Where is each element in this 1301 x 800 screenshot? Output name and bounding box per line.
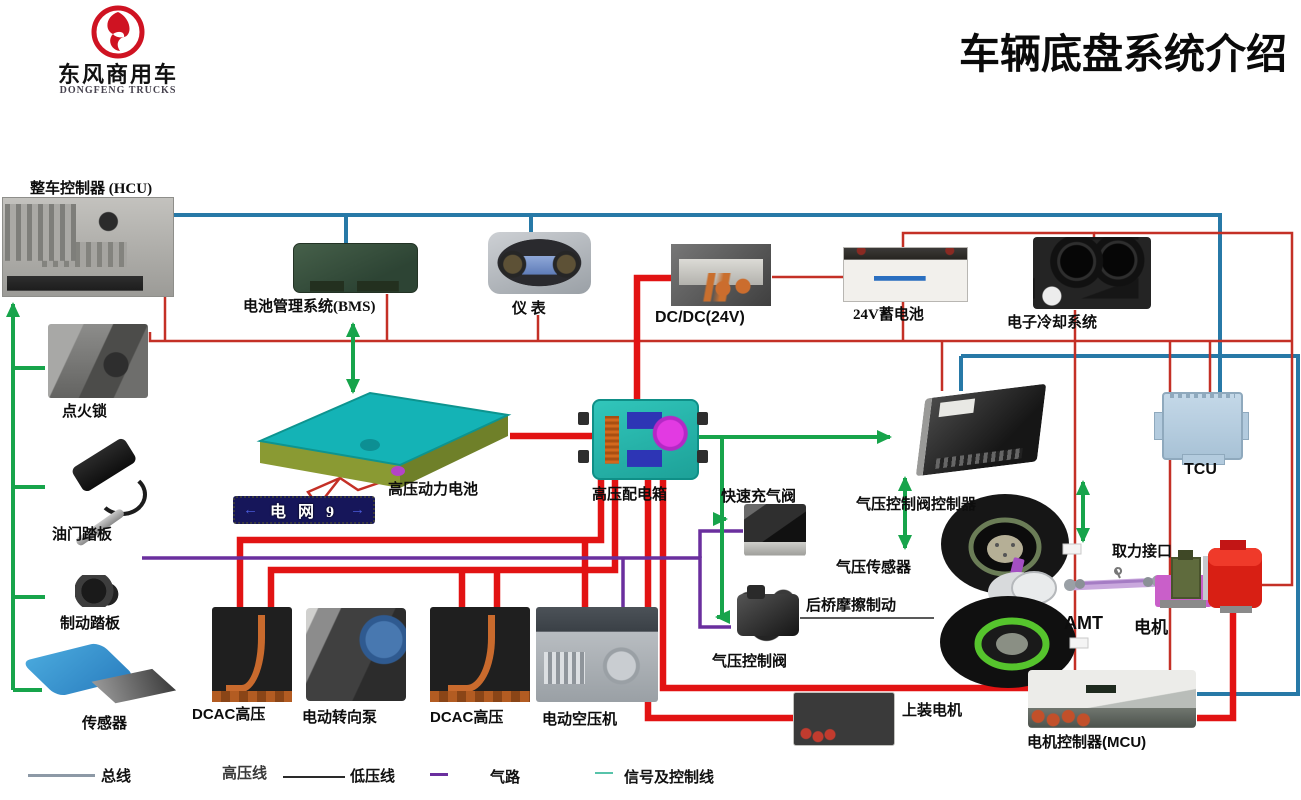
instrument-image xyxy=(488,232,591,294)
acc-pedal-image xyxy=(55,447,155,520)
tcu-label: TCU xyxy=(1184,461,1217,478)
mcu-image xyxy=(1028,670,1196,728)
legend-signal-sample xyxy=(595,772,613,774)
hv-box-lug xyxy=(697,450,708,463)
acc-pedal-label: 油门踏板 xyxy=(52,527,113,543)
logo-text-en: DONGFENG TRUCKS xyxy=(59,85,177,96)
page-title: 车辆底盘系统介绍 xyxy=(959,31,1287,77)
sensor-image xyxy=(35,643,165,703)
air-lines xyxy=(142,529,743,629)
battery24-image xyxy=(843,247,968,302)
hv-box-label: 高压配电箱 xyxy=(592,487,668,503)
steer-pump-image xyxy=(306,608,406,701)
cooling-image xyxy=(1033,237,1151,309)
amt-label: AMT xyxy=(1064,613,1103,633)
top-motor-image xyxy=(793,692,895,746)
air-comp-image xyxy=(536,607,658,702)
pto-label: 取力接口 xyxy=(1112,544,1173,560)
dongfeng-logo: 东风商用车 DONGFENG TRUCKS xyxy=(38,4,198,96)
grid-indicator: ← 电 网 9 → xyxy=(233,496,375,524)
dongfeng-swirl-icon xyxy=(91,5,145,59)
ap-controller-label: 气压控制阀控制器 xyxy=(856,497,977,513)
rear-brake-label: 后桥摩擦制动 xyxy=(806,598,897,614)
bms-image xyxy=(293,243,418,293)
ap-controller-image xyxy=(915,383,1047,477)
battery24-label: 24V蓄电池 xyxy=(853,307,924,323)
left-arrow-icon: ← xyxy=(243,501,258,518)
hv-box-lug xyxy=(578,450,589,463)
legend-air-sample xyxy=(430,773,448,776)
hv-box-lug xyxy=(697,412,708,425)
legend-bus-label: 总线 xyxy=(101,769,132,785)
air-comp-label: 电动空压机 xyxy=(542,712,618,728)
legend-lv-label: 低压线 xyxy=(350,769,396,785)
right-arrow-icon: → xyxy=(349,501,365,518)
dcac2-label: DCAC高压 xyxy=(430,709,504,726)
steer-pump-label: 电动转向泵 xyxy=(302,710,378,726)
hv-box-lug xyxy=(578,412,589,425)
bms-label: 电池管理系统(BMS) xyxy=(243,299,376,315)
rear-axle-driveline-image xyxy=(940,494,1262,688)
brake-pedal-label: 制动踏板 xyxy=(60,616,121,632)
ap-valve-image xyxy=(733,585,803,647)
motor-label: 电机 xyxy=(1134,618,1168,637)
ap-valve-label: 气压控制阀 xyxy=(712,654,788,670)
quick-valve-image xyxy=(744,504,806,556)
dcac1-label: DCAC高压 xyxy=(192,706,266,723)
ap-sensor-label: 气压传感器 xyxy=(836,560,912,576)
signal-lines xyxy=(5,302,1090,692)
quick-valve-label: 快速充气阀 xyxy=(721,489,797,505)
legend-lv-sample xyxy=(283,776,345,778)
hcu-image xyxy=(2,197,174,297)
hv-battery-image xyxy=(256,391,512,488)
legend-signal-label: 信号及控制线 xyxy=(624,770,715,786)
tcu-image xyxy=(1162,392,1243,465)
legend-air-label: 气路 xyxy=(490,770,521,786)
ignition-label: 点火锁 xyxy=(62,404,108,420)
ignition-image xyxy=(48,324,148,398)
logo-text-cn: 东风商用车 xyxy=(57,62,178,87)
cooling-label: 电子冷却系统 xyxy=(1007,315,1098,331)
hcu-label: 整车控制器 (HCU) xyxy=(30,181,153,197)
dcac2-image xyxy=(430,607,530,702)
hv-lines xyxy=(236,274,1237,722)
instrument-label: 仪 表 xyxy=(512,301,546,317)
hv-box-image xyxy=(592,399,699,480)
bus-lines xyxy=(172,213,1300,696)
brake-pedal-image xyxy=(55,537,145,610)
dcdc-label: DC/DC(24V) xyxy=(655,309,745,326)
legend-bus-sample xyxy=(28,774,95,777)
hv-battery-label: 高压动力电池 xyxy=(388,482,479,498)
dcac1-image xyxy=(212,607,292,702)
legend-hv-label: 高压线 xyxy=(222,766,268,782)
lv-lines xyxy=(148,231,1294,670)
grid-text: 电 网 9 xyxy=(269,504,338,521)
top-motor-label: 上装电机 xyxy=(902,703,963,719)
sensor-label: 传感器 xyxy=(82,716,128,732)
mcu-label: 电机控制器(MCU) xyxy=(1027,734,1147,751)
dcdc-image xyxy=(671,244,771,306)
